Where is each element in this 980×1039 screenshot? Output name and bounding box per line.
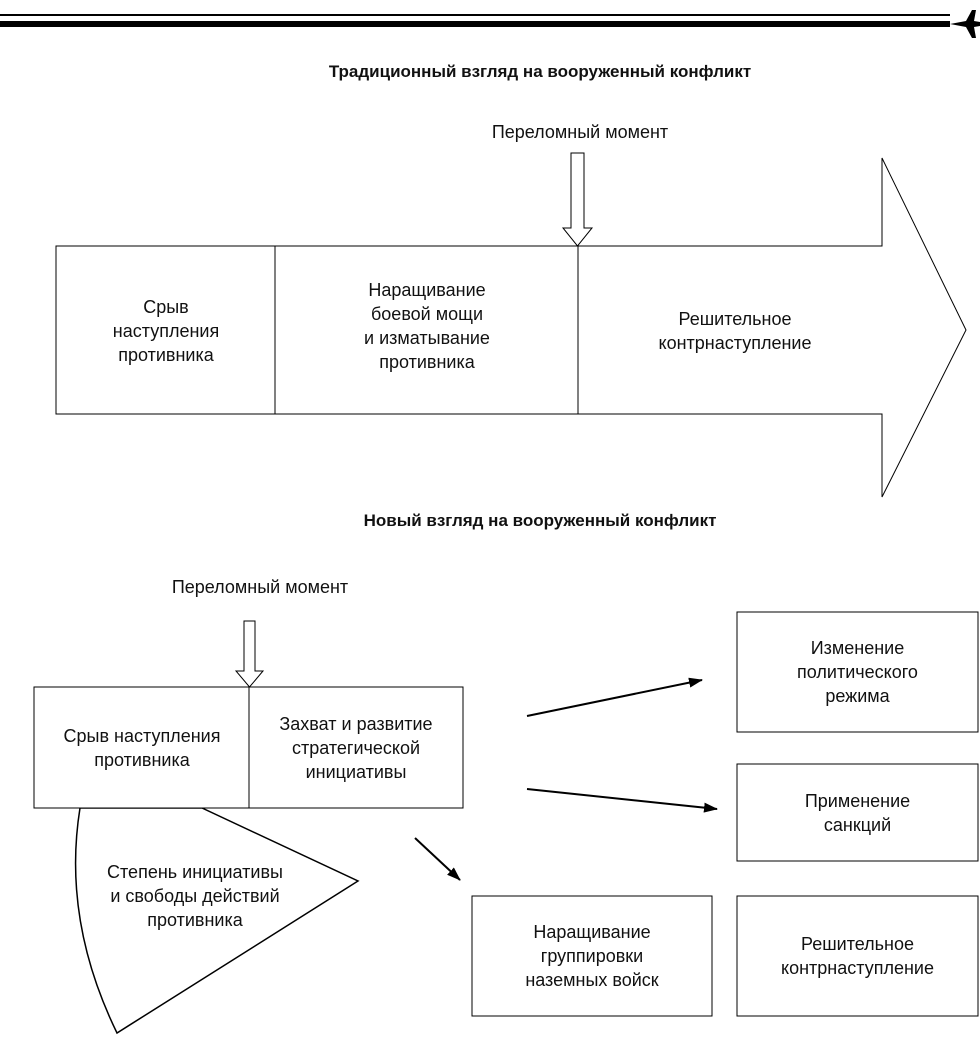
outcome-boxes <box>471 611 979 1017</box>
central-box <box>33 686 464 809</box>
turning-point-arrow-bottom <box>234 620 265 688</box>
turning-point-arrow-top <box>561 152 594 247</box>
left-box-label: Срыв наступления противника <box>63 726 221 770</box>
plane-icon <box>950 10 980 38</box>
phase-label-3: Решительное контрнаступление <box>658 309 812 353</box>
outcome-label-counteroffensive: Решительное контрнаступление <box>781 934 934 978</box>
new-view-title: Новый взгляд на вооруженный конфликт <box>363 511 717 530</box>
right-box-label: Захват и развитие стратегической инициат… <box>279 714 433 782</box>
outcome-label-regime: Изменение политического режима <box>797 638 918 706</box>
big-phase-arrow <box>55 157 967 498</box>
turning-point-label-bottom: Переломный момент <box>171 577 349 597</box>
outcome-label-sanctions: Применение санкций <box>804 791 911 835</box>
outcome-label-ground-forces: Наращивание группировки наземных войск <box>525 922 659 990</box>
initiative-sector <box>74 807 360 1035</box>
phase-label-2: Наращивание боевой мощи и изматывание пр… <box>364 280 490 372</box>
outcome-arrows <box>414 677 718 881</box>
header-rule <box>0 14 950 27</box>
traditional-title: Традиционный взгляд на вооруженный конфл… <box>328 62 752 81</box>
phase-label-1: Срыв наступления противника <box>112 297 220 365</box>
turning-point-label-top: Переломный момент <box>491 122 669 142</box>
sector-label: Степень инициативы и свободы действий пр… <box>107 862 283 930</box>
